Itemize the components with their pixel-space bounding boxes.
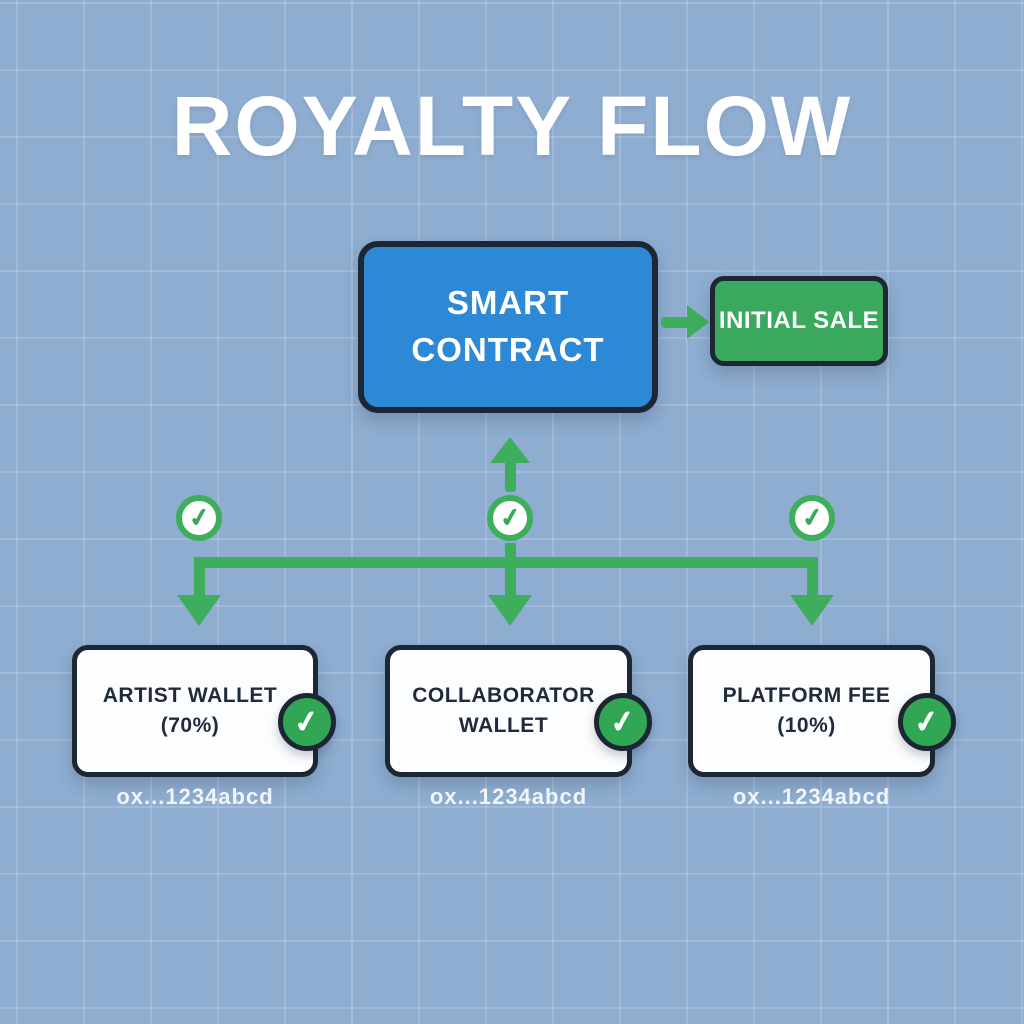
branch-line-left	[194, 557, 205, 597]
arrow-up-tail	[505, 459, 516, 492]
smart-contract-label-line1: SMART	[446, 284, 570, 322]
platform-fee-address: ox...1234abcd	[732, 784, 891, 809]
arrow-right-tail	[661, 317, 691, 328]
branch-line-right	[807, 557, 818, 597]
collaborator-wallet-verified-badge: ✓	[594, 693, 652, 751]
platform-fee-node: PLATFORM FEE (10%)	[688, 645, 935, 777]
platform-fee-label-line2: (10%)	[777, 714, 836, 737]
smart-contract-label-line2: CONTRACT	[411, 331, 605, 368]
check-icon: ✓	[291, 703, 322, 741]
check-icon: ✓	[186, 502, 212, 534]
collaborator-wallet-address: ox...1234abcd	[429, 784, 588, 809]
initial-sale-label: INITIAL SALE	[718, 307, 880, 334]
check-icon: ✓	[911, 703, 942, 741]
platform-fee-verified-badge: ✓	[898, 693, 956, 751]
arrow-up-icon	[490, 437, 530, 463]
arrow-right-icon	[687, 305, 709, 339]
artist-wallet-label-line2: (70%)	[160, 714, 220, 737]
check-icon: ✓	[799, 502, 825, 534]
collaborator-wallet-label-line2: WALLET	[458, 714, 549, 737]
page-title: ROYALTY FLOW	[171, 79, 853, 173]
check-icon: ✓	[607, 703, 638, 741]
artist-wallet-node: ARTIST WALLET (70%)	[72, 645, 318, 777]
arrow-down-right-icon	[790, 595, 834, 626]
platform-fee-label-line1: PLATFORM FEE	[722, 683, 891, 707]
initial-sale-node: INITIAL SALE	[710, 276, 888, 366]
check-circle-left-icon: ✓	[176, 495, 222, 541]
artist-wallet-verified-badge: ✓	[278, 693, 336, 751]
arrow-down-center-icon	[488, 595, 532, 626]
arrow-down-left-icon	[177, 595, 221, 626]
check-circle-center-icon: ✓	[487, 495, 533, 541]
artist-wallet-label-line1: ARTIST WALLET	[102, 683, 278, 707]
check-icon: ✓	[497, 502, 523, 534]
branch-line-center	[505, 543, 516, 597]
smart-contract-node: SMART CONTRACT	[358, 241, 658, 413]
artist-wallet-address: ox...1234abcd	[116, 784, 274, 809]
collaborator-wallet-node: COLLABORATOR WALLET	[385, 645, 632, 777]
check-circle-right-icon: ✓	[789, 495, 835, 541]
collaborator-wallet-label-line1: COLLABORATOR	[412, 683, 595, 707]
